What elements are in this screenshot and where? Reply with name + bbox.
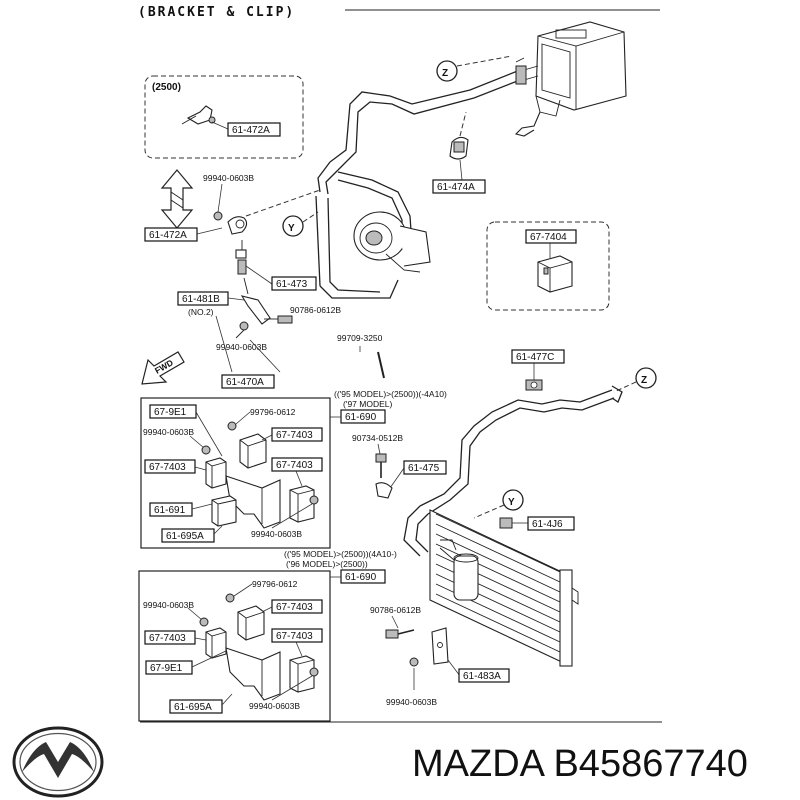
part-61-472A-inset: 61-472A xyxy=(232,125,270,136)
part-99940-0603B-mid: 99940-0603B xyxy=(216,342,267,352)
nut-part xyxy=(239,321,249,331)
condenser-part xyxy=(429,509,579,667)
part-90786-0612B-bot: 90786-0612B xyxy=(370,605,421,615)
inset-2500-label: (2500) xyxy=(152,82,181,93)
part-61-473: 61-473 xyxy=(276,279,308,290)
part-61-477C: 61-477C xyxy=(516,352,554,363)
part-99940-0603B-box-b2: 99940-0603B xyxy=(249,701,300,711)
part-67-7403-a3: 67-7403 xyxy=(276,460,313,471)
relay-67-7403-a3-part xyxy=(289,485,315,523)
relay-67-7403-a2-part xyxy=(205,457,227,489)
part-90786-0612B-top: 90786-0612B xyxy=(290,305,341,315)
part-99940-0603B-top: 99940-0603B xyxy=(203,173,254,183)
bracket-box-a xyxy=(140,397,331,549)
bolt-90786-bot-part xyxy=(385,629,415,639)
part-61-695A-b: 61-695A xyxy=(174,702,212,713)
inset-no2-label: (NO.2) xyxy=(188,307,214,317)
fwd-arrow-icon: FWD xyxy=(141,351,185,385)
callout-z-lower xyxy=(635,367,657,389)
part-99940-0603B-box-a: 99940-0603B xyxy=(143,427,194,437)
relay-61-695A-a-part xyxy=(211,495,237,527)
nut-a3 xyxy=(309,495,319,505)
relay-67-7403-b1-part xyxy=(237,605,265,641)
diagram-title: (BRACKET & CLIP) xyxy=(138,5,295,20)
relay-67-7403-b3-part xyxy=(289,655,315,693)
nut-b3 xyxy=(309,667,319,677)
part-99940-0603B-box-b: 99940-0603B xyxy=(143,600,194,610)
part-99796-0612-a: 99796-0612 xyxy=(250,407,296,417)
part-61-475: 61-475 xyxy=(408,463,440,474)
part-67-7403-a2: 67-7403 xyxy=(149,462,186,473)
part-61-690-b: 61-690 xyxy=(345,572,377,583)
inset-2500-frame xyxy=(144,75,304,159)
note-model-a2: ('97 MODEL) xyxy=(343,399,392,409)
part-99940-0603B-box-a2: 99940-0603B xyxy=(251,529,302,539)
relay-67-7403-b2-part xyxy=(205,627,227,659)
part-90734-0512B: 90734-0512B xyxy=(352,433,403,443)
receiver-drier-part xyxy=(439,539,479,601)
part-61-483A: 61-483A xyxy=(463,671,501,682)
note-model-b1: (('95 MODEL)>(2500))(4A10-) xyxy=(284,549,397,559)
nut-b1 xyxy=(225,593,235,603)
bracket-b-part xyxy=(225,647,281,701)
note-model-b2: ('96 MODEL)>(2500)) xyxy=(286,559,368,569)
part-99796-0612-b: 99796-0612 xyxy=(252,579,298,589)
clip-61-477C-part xyxy=(525,379,543,391)
callout-y-lower xyxy=(502,489,524,511)
callout-z-upper-label: Z xyxy=(442,68,448,79)
nut-a1 xyxy=(227,421,237,431)
compressor-part xyxy=(353,211,431,273)
part-67-7403-a1: 67-7403 xyxy=(276,430,313,441)
drain-nozzle-part xyxy=(514,111,541,137)
bracket-no2-part xyxy=(240,277,271,325)
part-61-474A: 61-474A xyxy=(437,182,475,193)
hose-clip-61-474A-part xyxy=(449,136,469,160)
part-67-9E1-b: 67-9E1 xyxy=(150,663,183,674)
part-61-472A: 61-472A xyxy=(149,230,187,241)
clip-61-475-part xyxy=(375,482,393,499)
bolt-90786-part xyxy=(264,315,293,324)
bracket-box-b xyxy=(138,570,331,722)
mazda-logo-icon xyxy=(12,726,104,798)
callout-y-upper-label: Y xyxy=(288,223,295,234)
callout-z-upper xyxy=(436,60,458,82)
relay-67-7404-part xyxy=(537,255,573,293)
part-67-7404: 67-7404 xyxy=(530,232,567,243)
part-61-690-a: 61-690 xyxy=(345,412,377,423)
part-61-4J6: 61-4J6 xyxy=(532,519,563,530)
connector-part-61-473 xyxy=(235,240,247,275)
bracket-61-483A-part xyxy=(431,627,449,665)
brand-part-number: MAZDA B45867740 xyxy=(412,743,748,785)
hose-clip-part xyxy=(213,211,248,235)
part-99709-3250: 99709-3250 xyxy=(337,333,383,343)
inset-clip-part xyxy=(181,105,216,125)
part-99940-0603B-bot: 99940-0603B xyxy=(386,697,437,707)
pin-part xyxy=(377,351,385,379)
nut-a2 xyxy=(201,445,211,455)
callout-z-lower-label: Z xyxy=(641,375,647,386)
inset-67-7404-frame xyxy=(486,221,610,311)
note-model-a1: (('95 MODEL)>(2500))(-4A10) xyxy=(334,389,447,399)
part-67-7403-b1: 67-7403 xyxy=(276,602,313,613)
clip-61-4J6-part xyxy=(499,517,513,529)
evaporator-unit-part xyxy=(515,21,627,117)
callout-y-lower-label: Y xyxy=(508,497,515,508)
part-67-7403-b2: 67-7403 xyxy=(149,633,186,644)
bolt-90734-part xyxy=(375,453,387,478)
callout-y-upper xyxy=(282,215,304,237)
part-61-481B: 61-481B xyxy=(182,294,220,305)
ac-hose-upper xyxy=(315,69,521,299)
relay-67-7403-a1-part xyxy=(239,433,267,469)
double-arrow-icon xyxy=(160,169,194,229)
part-67-9E1-a: 67-9E1 xyxy=(154,407,187,418)
part-61-695A-a: 61-695A xyxy=(166,531,204,542)
ac-hose-lower xyxy=(403,385,623,557)
part-61-691: 61-691 xyxy=(154,505,186,516)
nut-b2 xyxy=(199,617,209,627)
nut-bot xyxy=(409,657,419,667)
part-61-470A: 61-470A xyxy=(226,377,264,388)
part-67-7403-b3: 67-7403 xyxy=(276,631,313,642)
